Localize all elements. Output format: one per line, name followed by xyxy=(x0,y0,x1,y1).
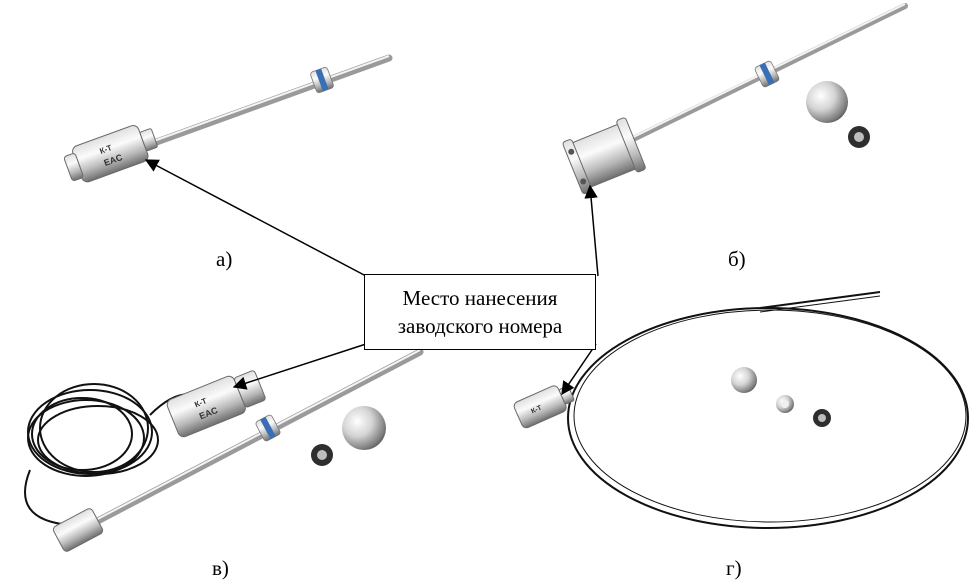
arrow-to-v xyxy=(232,343,367,390)
fitting-v xyxy=(52,508,104,552)
collar-v xyxy=(255,414,281,442)
panel-label-a: а) xyxy=(216,247,233,271)
callout-line-1: Место нанесения xyxy=(402,286,558,310)
collar-b xyxy=(754,60,780,88)
arrow-to-a xyxy=(144,159,367,277)
sensor-b xyxy=(562,3,908,195)
panel-label-b: б) xyxy=(728,247,746,271)
ring-g xyxy=(776,395,794,413)
sensor-a: К-Т EAC xyxy=(63,54,393,183)
sensor-v: К-Т EAC xyxy=(24,348,424,552)
brand-mark-g: К-Т xyxy=(530,404,543,415)
float-ball-b xyxy=(806,81,848,123)
nut-b xyxy=(848,126,870,148)
sensor-head-a: К-Т EAC xyxy=(63,125,158,183)
nut-g xyxy=(813,409,831,427)
brand-mark-a: К-Т xyxy=(98,143,113,156)
float-ball-v xyxy=(342,406,386,450)
nut-v xyxy=(311,444,333,466)
brand-mark-v: К-Т xyxy=(193,396,208,409)
float-ball-g xyxy=(731,367,757,393)
callout-box: Место нанесения заводского номера xyxy=(364,274,596,350)
arrows xyxy=(144,159,599,396)
panel-label-g: г) xyxy=(726,556,742,580)
panel-label-v: в) xyxy=(212,556,229,580)
arrow-to-g xyxy=(561,343,597,396)
collar-a xyxy=(310,67,334,93)
sensor-head-b xyxy=(562,117,646,195)
cable-loop-g xyxy=(567,307,969,529)
arrow-to-b xyxy=(584,184,599,277)
sensor-head-v: К-Т EAC xyxy=(166,370,266,438)
callout-line-2: заводского номера xyxy=(397,314,563,338)
cable-coil-v xyxy=(24,383,196,526)
